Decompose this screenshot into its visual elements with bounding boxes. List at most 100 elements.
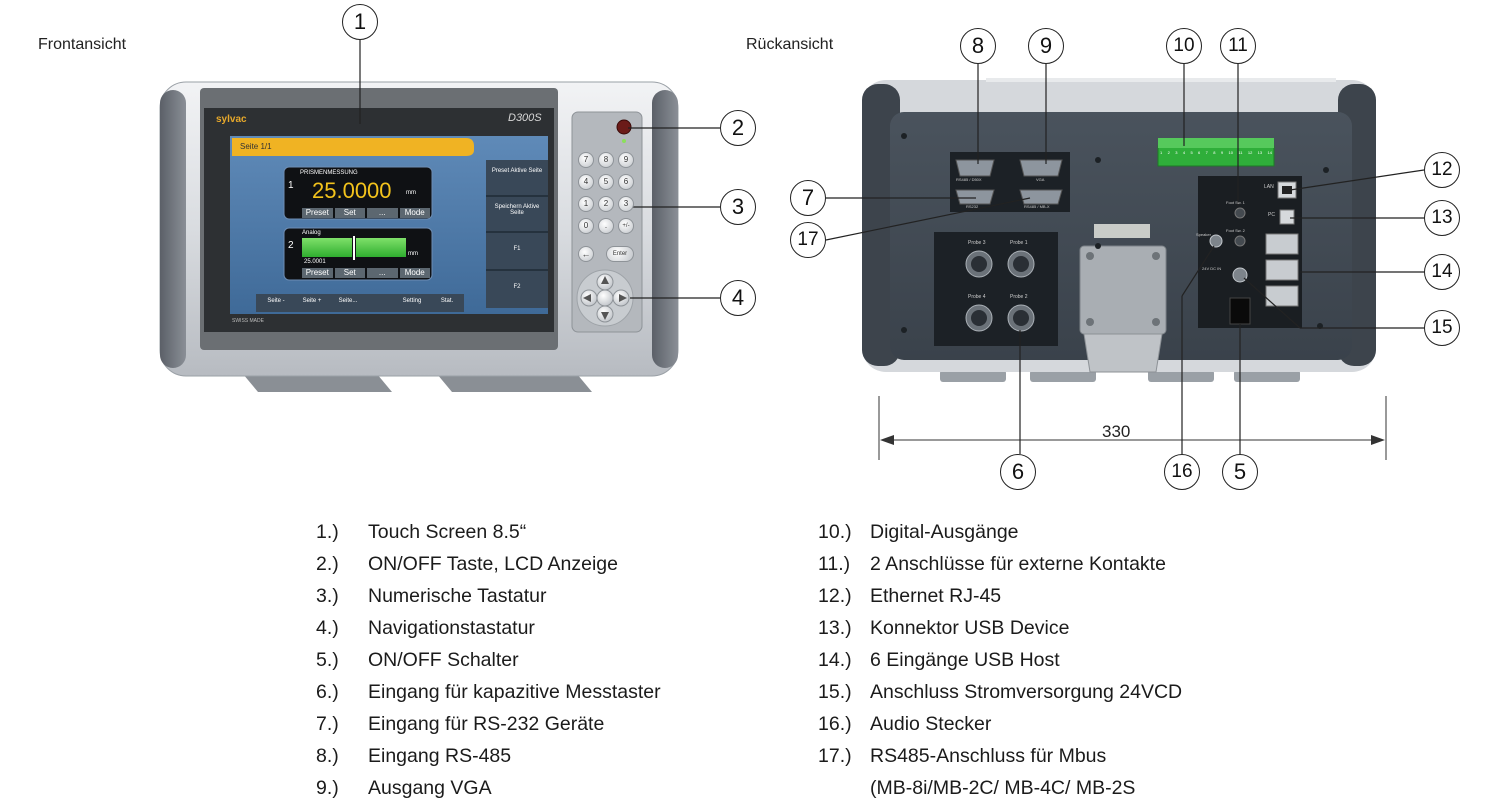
digital-pin-2: 2 <box>1167 150 1170 155</box>
model-label: D300S <box>508 112 542 124</box>
legend-text: Ethernet RJ-45 <box>870 585 1002 607</box>
callout-9: 9 <box>1028 28 1064 64</box>
legend-number: 9.) <box>316 777 339 799</box>
measure1-value: 25.0000 <box>312 178 392 203</box>
callout-6: 6 <box>1000 454 1036 490</box>
key-5[interactable]: 5 <box>598 174 614 190</box>
key-4[interactable]: 4 <box>578 174 594 190</box>
numeric-keypad: 7 8 9 4 5 6 1 2 3 0 . +/- <box>578 152 638 234</box>
measure2-more-button[interactable]: ... <box>367 268 398 278</box>
power-switch <box>1229 297 1251 325</box>
legend-number: 11.) <box>818 553 851 575</box>
legend-text: Numerische Tastatur <box>368 585 547 607</box>
probe-connector-block <box>934 232 1058 346</box>
label-foot-switch-1: Foot Sw. 1 <box>1226 200 1245 205</box>
key-0[interactable]: 0 <box>578 218 594 234</box>
measure1-preset-button[interactable]: Preset <box>302 208 333 218</box>
width-dimension <box>878 396 1387 460</box>
measure1-more-button[interactable]: ... <box>367 208 398 218</box>
legend-item: 9.)Ausgang VGA <box>316 772 661 800</box>
bottom-tabs-bar <box>256 294 464 312</box>
probe-port-3 <box>965 250 993 278</box>
legend-item: 6.)Eingang für kapazitive Messtaster <box>316 676 661 708</box>
power-input-jack <box>1232 267 1248 283</box>
tab-page-plus[interactable]: Seite + <box>302 298 322 304</box>
key-1[interactable]: 1 <box>578 196 594 212</box>
tab-stat[interactable]: Stat. <box>440 298 454 304</box>
legend-item: 17.)RS485-Anschluss für Mbus <box>818 740 1182 772</box>
measure2-preset-button[interactable]: Preset <box>302 268 333 278</box>
measure2-buttons: Preset Set ... Mode <box>302 268 430 278</box>
key-8[interactable]: 8 <box>598 152 614 168</box>
key-backspace[interactable]: ← <box>578 246 594 262</box>
label-plate <box>1094 224 1150 238</box>
usb-device-port <box>1279 209 1295 225</box>
measure2-unit: mm <box>408 251 418 257</box>
digital-pin-5: 5 <box>1190 150 1193 155</box>
callout-8: 8 <box>960 28 996 64</box>
legend-item: 11.)2 Anschlüsse für externe Kontakte <box>818 548 1182 580</box>
legend-number: 10.) <box>818 521 852 543</box>
legend-text: ON/OFF Taste, LCD Anzeige <box>368 553 618 575</box>
tab-page-more[interactable]: Seite... <box>338 298 358 304</box>
usb-host-port-3 <box>1265 285 1299 307</box>
legend-text: 6 Eingänge USB Host <box>870 649 1060 671</box>
key-2[interactable]: 2 <box>598 196 614 212</box>
legend-text: Touch Screen 8.5“ <box>368 521 527 543</box>
digital-pin-14: 14 <box>1267 150 1272 155</box>
legend-item: 8.)Eingang RS-485 <box>316 740 661 772</box>
measure2-mode-button[interactable]: Mode <box>399 268 430 278</box>
usb-host-port-1 <box>1265 233 1299 255</box>
key-3[interactable]: 3 <box>618 196 634 212</box>
legend-text: Eingang für RS-232 Geräte <box>368 713 605 735</box>
side-button-preset[interactable]: Preset Aktive Seite <box>491 168 543 174</box>
legend-item: 4.)Navigationstastatur <box>316 612 661 644</box>
rear-view-label: Rückansicht <box>746 36 834 53</box>
callout-16: 16 <box>1164 454 1200 490</box>
side-button-save[interactable]: Speichern Aktive Seite <box>494 204 540 216</box>
digital-pin-11: 11 <box>1238 150 1243 155</box>
legend-text: Anschluss Stromversorgung 24VCD <box>870 681 1183 703</box>
legend-item: 16.)Audio Stecker <box>818 708 1182 740</box>
digital-pin-6: 6 <box>1198 150 1201 155</box>
legend-number: 6.) <box>316 681 339 703</box>
key-decimal[interactable]: . <box>598 218 614 234</box>
measure1-set-button[interactable]: Set <box>334 208 365 218</box>
legend-number: 8.) <box>316 745 339 767</box>
digital-output-terminal <box>1157 145 1275 167</box>
legend-number: 16.) <box>818 713 852 735</box>
power-button-icon[interactable] <box>616 119 632 135</box>
measure1-title: PRISMENMESSUNG <box>300 170 358 176</box>
key-enter[interactable]: Enter <box>606 246 634 262</box>
key-7[interactable]: 7 <box>578 152 594 168</box>
usb-host-port-2 <box>1265 259 1299 281</box>
tab-setting[interactable]: Setting <box>402 298 422 304</box>
label-probe-3: Probe 3 <box>968 240 986 246</box>
side-button-f2[interactable]: F2 <box>513 284 521 290</box>
legend-item: 14.)6 Eingänge USB Host <box>818 644 1182 676</box>
digital-pin-4: 4 <box>1182 150 1186 155</box>
callout-11: 11 <box>1220 28 1256 64</box>
key-6[interactable]: 6 <box>618 174 634 190</box>
brand-logo-text: sylvac <box>216 114 247 125</box>
legend-number: 2.) <box>316 553 339 575</box>
side-button-f1[interactable]: F1 <box>513 246 521 252</box>
legend-number: 3.) <box>316 585 339 607</box>
digital-pin-1: 1 <box>1160 150 1163 155</box>
measure2-set-button[interactable]: Set <box>334 268 365 278</box>
tab-page-minus[interactable]: Seite - <box>267 298 285 304</box>
rear-device <box>862 78 1376 382</box>
measure1-mode-button[interactable]: Mode <box>399 208 430 218</box>
label-lan: LAN <box>1264 184 1274 190</box>
measure-panel-1 <box>283 166 433 220</box>
digital-pin-7: 7 <box>1205 150 1208 155</box>
legend-item: 13.)Konnektor USB Device <box>818 612 1182 644</box>
callout-5: 5 <box>1222 454 1258 490</box>
width-dimension-label: 330 <box>1102 422 1131 441</box>
legend-number: 17.) <box>818 745 852 767</box>
key-sign[interactable]: +/- <box>618 218 634 234</box>
navigation-pad[interactable] <box>576 269 634 327</box>
legend-left-column: 1.)Touch Screen 8.5“ 2.)ON/OFF Taste, LC… <box>316 516 661 800</box>
legend-text: Digital-Ausgänge <box>870 521 1019 543</box>
key-9[interactable]: 9 <box>618 152 634 168</box>
